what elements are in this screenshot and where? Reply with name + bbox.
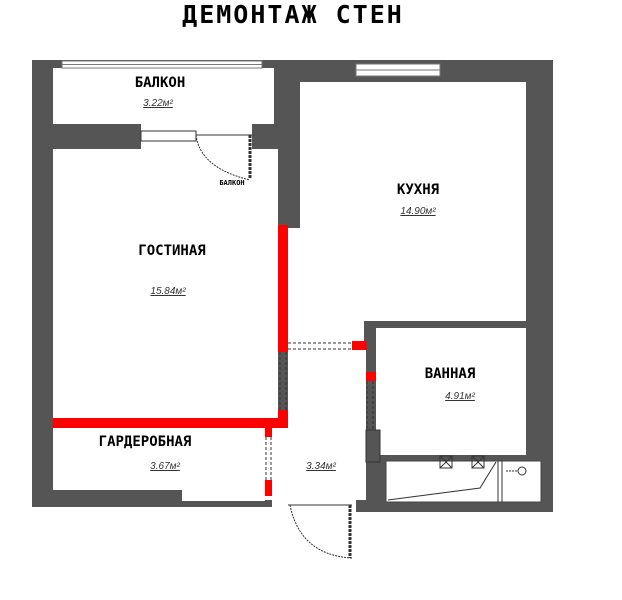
bathroom-label: ВАННАЯ [425, 366, 476, 382]
kitchen-label: КУХНЯ [397, 182, 439, 198]
room-living[interactable] [53, 149, 278, 418]
page-title: ДЕМОНТАЖ СТЕН [182, 0, 404, 29]
entrance-door [288, 504, 353, 559]
room-balcony[interactable] [53, 68, 274, 124]
demolished-walls [53, 225, 376, 496]
wardrobe-area: 3.67м² [150, 461, 180, 472]
bathroom-area: 4.91м² [445, 391, 475, 402]
balcony-label: БАЛКОН [135, 75, 186, 91]
room-toilet [385, 460, 542, 503]
room-bathroom[interactable] [376, 328, 526, 455]
balcony-door-label: БАЛКОН [219, 179, 244, 187]
balcony-window [61, 60, 263, 69]
bathtub-icon [387, 455, 503, 502]
room-wardrobe[interactable] [53, 428, 265, 490]
shaft [365, 429, 381, 463]
door-gap [272, 500, 356, 514]
balcony-area: 3.22м² [143, 98, 173, 109]
living-label: ГОСТИНАЯ [138, 243, 205, 259]
dashed-openings [265, 342, 374, 480]
room-kitchen[interactable] [300, 82, 526, 228]
living-area: 15.84м² [150, 286, 186, 297]
toilet-icon [506, 466, 527, 476]
wardrobe-label: ГАРДЕРОБНАЯ [99, 434, 192, 450]
hall-area: 3.34м² [306, 461, 336, 472]
kitchen-area: 14.90м² [400, 206, 436, 217]
room-hall[interactable] [288, 343, 366, 500]
kitchen-window [355, 63, 441, 77]
balcony-door [140, 130, 252, 181]
